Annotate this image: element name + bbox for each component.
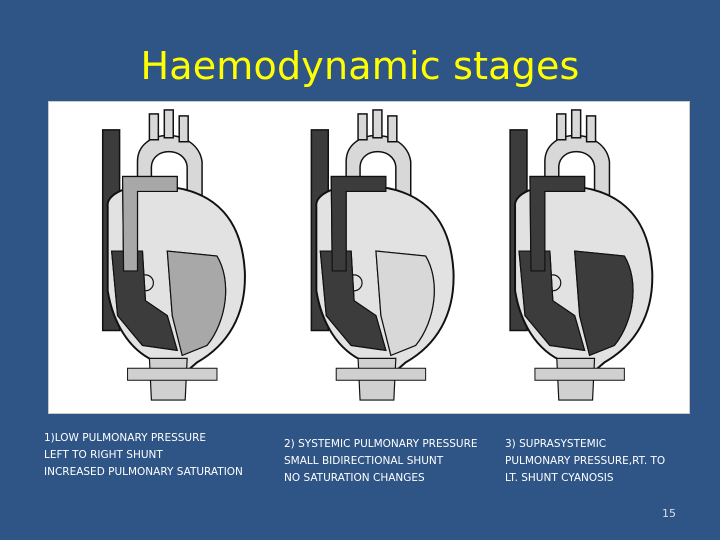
heart-stage-2 xyxy=(310,108,455,402)
heart-stage-1 xyxy=(101,108,246,402)
caption-line: SMALL BIDIRECTIONAL SHUNT xyxy=(284,455,444,467)
slide-title: Haemodynamic stages xyxy=(140,44,580,88)
caption-line: 1)LOW PULMONARY PRESSURE xyxy=(44,432,207,444)
caption-line: NO SATURATION CHANGES xyxy=(284,472,425,484)
caption-stage-1: 1)LOW PULMONARY PRESSURE LEFT TO RIGHT S… xyxy=(44,430,243,481)
caption-stage-2: 2) SYSTEMIC PULMONARY PRESSURE SMALL BID… xyxy=(284,436,478,487)
caption-line: PULMONARY PRESSURE,RT. TO xyxy=(505,455,666,467)
caption-line: 2) SYSTEMIC PULMONARY PRESSURE xyxy=(284,438,478,450)
heart-diagrams xyxy=(101,108,654,402)
page-number: 15 xyxy=(662,507,676,520)
caption-stage-3: 3) SUPRASYSTEMIC PULMONARY PRESSURE,RT. … xyxy=(505,436,665,487)
caption-line: LEFT TO RIGHT SHUNT xyxy=(44,449,163,461)
heart-diagrams-figure xyxy=(48,101,690,414)
caption-line: 3) SUPRASYSTEMIC xyxy=(505,438,607,450)
caption-line: LT. SHUNT CYANOSIS xyxy=(505,472,614,484)
heart-stage-3 xyxy=(509,108,654,402)
caption-line: INCREASED PULMONARY SATURATION xyxy=(44,466,243,478)
